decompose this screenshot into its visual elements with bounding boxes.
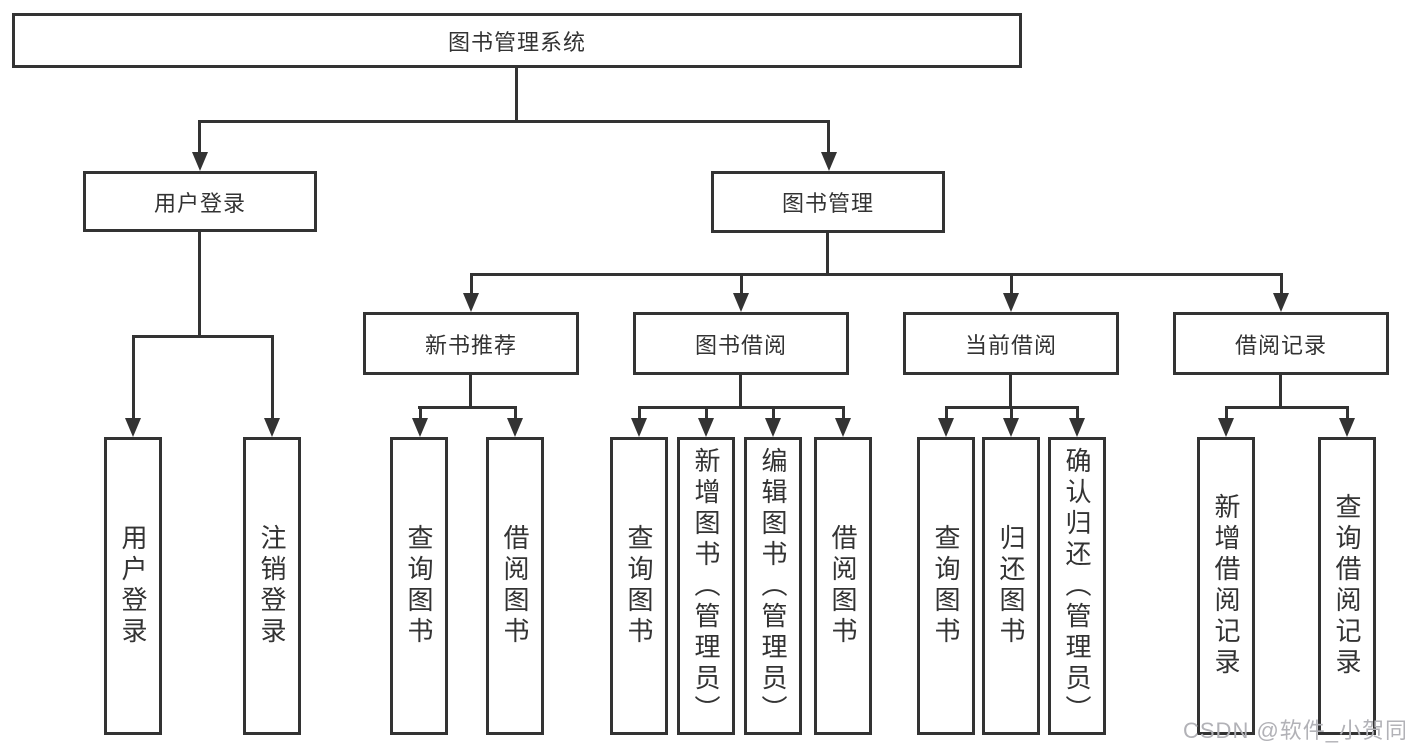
connector-line <box>1279 375 1282 409</box>
connector-line <box>198 121 201 155</box>
arrowhead-down-icon <box>1339 418 1355 437</box>
leaf-borrow-books-1: 借阅图书 <box>486 437 544 735</box>
leaf-query-borrow-record: 查询借阅记录 <box>1318 437 1376 735</box>
arrowhead-down-icon <box>463 293 479 312</box>
leaf-edit-books-admin: 编辑图书（管理员） <box>744 437 802 735</box>
connector-line <box>1076 408 1079 419</box>
leaf-add-borrow-record: 新增借阅记录 <box>1197 437 1255 735</box>
arrowhead-down-icon <box>1003 418 1019 437</box>
connector-line <box>418 406 517 409</box>
arrowhead-down-icon <box>1003 293 1019 312</box>
connector-line <box>198 232 201 338</box>
arrowhead-down-icon <box>125 418 141 437</box>
arrowhead-down-icon <box>821 152 837 171</box>
arrowhead-down-icon <box>507 418 523 437</box>
connector-line <box>515 68 518 123</box>
connector-line <box>1280 274 1283 296</box>
leaf-add-books-admin: 新增图书（管理员） <box>677 437 735 735</box>
connector-line <box>1346 408 1349 419</box>
connector-line <box>1010 274 1013 296</box>
arrowhead-down-icon <box>835 418 851 437</box>
arrowhead-down-icon <box>631 418 647 437</box>
node-root: 图书管理系统 <box>12 13 1022 68</box>
connector-line <box>271 337 274 420</box>
connector-line <box>514 408 517 419</box>
connector-line <box>198 120 830 123</box>
leaf-user-login: 用户登录 <box>104 437 162 735</box>
connector-line <box>705 408 708 419</box>
connector-line <box>772 408 775 419</box>
connector-line <box>470 273 1283 276</box>
leaf-query-books-2: 查询图书 <box>610 437 668 735</box>
node-current-borrowing: 当前借阅 <box>903 312 1119 375</box>
node-new-book-recommendation: 新书推荐 <box>363 312 579 375</box>
node-book-borrowing: 图书借阅 <box>633 312 849 375</box>
leaf-confirm-return-admin: 确认归还（管理员） <box>1048 437 1106 735</box>
connector-line <box>739 375 742 409</box>
connector-line <box>469 375 472 409</box>
connector-line <box>740 274 743 296</box>
connector-line <box>945 406 1079 409</box>
node-book-management: 图书管理 <box>711 171 945 233</box>
leaf-return-books: 归还图书 <box>982 437 1040 735</box>
node-borrowing-records: 借阅记录 <box>1173 312 1389 375</box>
csdn-watermark: CSDN @软件_小贺同学 <box>1183 718 1405 743</box>
arrowhead-down-icon <box>698 418 714 437</box>
arrowhead-down-icon <box>765 418 781 437</box>
leaf-query-books-1: 查询图书 <box>390 437 448 735</box>
arrowhead-down-icon <box>264 418 280 437</box>
connector-line <box>470 274 473 296</box>
arrowhead-down-icon <box>1069 418 1085 437</box>
connector-line <box>1225 406 1349 409</box>
arrowhead-down-icon <box>1273 293 1289 312</box>
node-user-login: 用户登录 <box>83 171 317 232</box>
connector-line <box>1010 408 1013 419</box>
connector-line <box>945 408 948 419</box>
arrowhead-down-icon <box>412 418 428 437</box>
connector-line <box>1009 375 1012 409</box>
leaf-logout: 注销登录 <box>243 437 301 735</box>
connector-line <box>638 406 845 409</box>
connector-line <box>842 408 845 419</box>
connector-line <box>132 337 135 420</box>
leaf-query-books-3: 查询图书 <box>917 437 975 735</box>
arrowhead-down-icon <box>938 418 954 437</box>
connector-line <box>638 408 641 419</box>
connector-line <box>419 408 422 419</box>
leaf-borrow-books-2: 借阅图书 <box>814 437 872 735</box>
arrowhead-down-icon <box>733 293 749 312</box>
arrowhead-down-icon <box>1218 418 1234 437</box>
connector-line <box>1225 408 1228 419</box>
connector-line <box>132 335 274 338</box>
connector-line <box>827 121 830 155</box>
arrowhead-down-icon <box>192 152 208 171</box>
connector-line <box>826 233 829 276</box>
